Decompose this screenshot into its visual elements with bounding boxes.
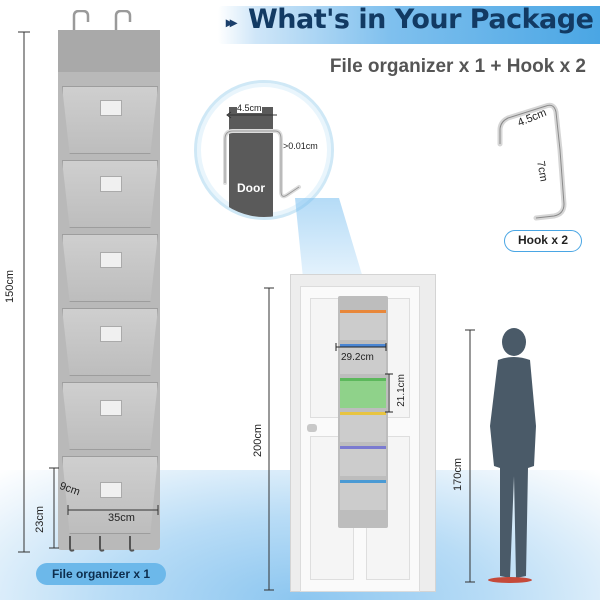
pocket-height-label: 23cm xyxy=(34,506,46,533)
organizer-count-badge: File organizer x 1 xyxy=(36,563,166,585)
pocket-label-card xyxy=(100,100,122,116)
banner-arrows-icon: ▸▸ xyxy=(226,14,237,30)
door-pocket-width-label: 29.2cm xyxy=(341,352,374,363)
hook-icon xyxy=(497,102,567,221)
organizer-pocket xyxy=(62,382,158,450)
organizer-pocket xyxy=(62,234,158,302)
pocket-label-card xyxy=(100,252,122,268)
organizer-height-label: 150cm xyxy=(4,270,16,304)
title-banner xyxy=(218,6,600,44)
door-pocket-height-label: 21.1cm xyxy=(396,374,407,407)
package-contents-text: File organizer x 1 + Hook x 2 xyxy=(329,56,586,77)
door-knob xyxy=(307,424,317,432)
door-pocket xyxy=(340,344,386,374)
door-pocket xyxy=(340,412,386,442)
door-label: Door xyxy=(237,181,265,195)
door-pocket xyxy=(340,378,386,408)
pocket-label-card xyxy=(100,400,122,416)
door-pocket xyxy=(340,480,386,510)
organizer-pocket xyxy=(62,86,158,154)
pocket-label-card xyxy=(100,176,122,192)
pocket-label-card xyxy=(100,326,122,342)
person-silhouette xyxy=(488,328,536,583)
organizer-height-dimension-line xyxy=(18,31,30,553)
zoom-width-dimension-line xyxy=(226,111,277,119)
page-title: What's in Your Package xyxy=(248,4,594,35)
bottom-hooks-icon xyxy=(69,536,135,552)
zoom-gap-label: >0.01cm xyxy=(283,141,318,151)
zoom-door-panel xyxy=(229,107,273,217)
pocket-height-dimension-line xyxy=(49,467,59,549)
door-pocket xyxy=(340,310,386,340)
door-pocket xyxy=(340,446,386,476)
organizer-pocket xyxy=(62,308,158,376)
person-height-label: 170cm xyxy=(452,458,464,492)
zoom-hook-icon xyxy=(223,129,301,199)
door-thickness-zoom: Door 4.5cm >0.01cm xyxy=(194,80,334,220)
pocket-width-dimension-line xyxy=(67,505,159,515)
hook-count-badge: Hook x 2 xyxy=(504,230,582,252)
organizer-pocket xyxy=(62,160,158,228)
organizer-hooks-icon xyxy=(72,10,132,36)
pocket-label-card xyxy=(100,482,122,498)
zoom-width-label: 4.5cm xyxy=(237,103,262,113)
door-pocket-height-dimension-line xyxy=(385,373,393,413)
door-pocket-width-dimension-line xyxy=(335,343,387,351)
door-height-dimension-line xyxy=(264,287,274,591)
door-height-label: 200cm xyxy=(252,424,264,458)
person-height-dimension-line xyxy=(465,329,475,583)
organizer-top-panel xyxy=(58,30,160,72)
pocket-width-label: 35cm xyxy=(108,512,135,524)
